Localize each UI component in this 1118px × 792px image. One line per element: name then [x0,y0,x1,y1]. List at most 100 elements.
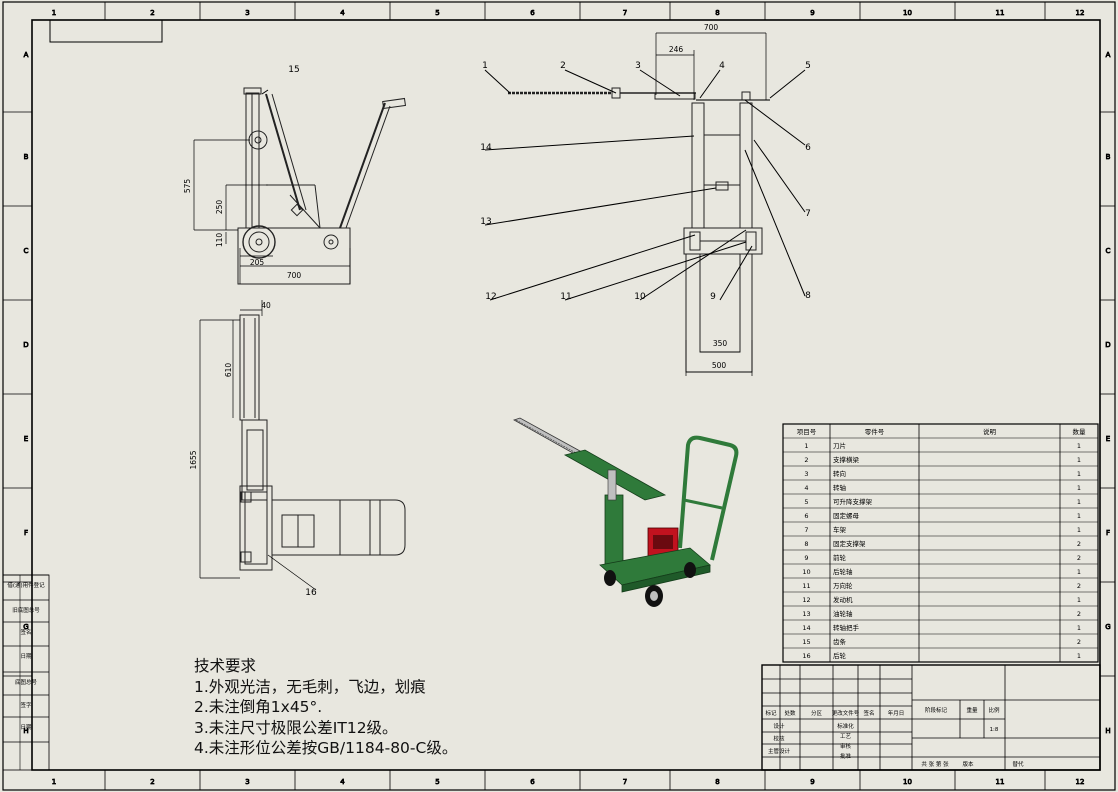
zone-row-label: H [1105,727,1110,735]
callout-label: 7 [805,209,811,219]
bom-cell-no: 4 [804,484,808,492]
title-row-label: 校核 [773,735,785,743]
bom-cell-part: 万向轮 [833,581,853,590]
zone-col-label: 7 [623,778,627,786]
zone-row-label: A [24,51,29,59]
dimension-label: 500 [712,361,727,370]
zone-col-label: 9 [810,778,814,786]
front-view [508,32,770,376]
front-leaders [261,69,806,301]
zone-row-label: D [1105,341,1110,349]
title-bottom-label: 版本 [962,760,974,768]
bom-cell-part: 齿条 [833,637,847,646]
zone-row-label: G [23,623,28,631]
callout-label: 6 [805,143,811,153]
rev-header: 签名 [863,709,874,717]
zone-col-label: 10 [903,778,912,786]
dimension-label: 575 [183,179,192,194]
note-item: 2.未注倒角1x45°. [194,698,323,716]
zone-row-label: F [24,529,28,537]
technical-notes: 技术要求 1.外观光洁，无毛刺，飞边，划痕 2.未注倒角1x45°. 3.未注尺… [194,656,457,759]
bom-header: 零件号 [865,427,885,436]
callout-label: 5 [805,61,811,71]
zone-row-label: C [1106,247,1111,255]
bom-cell-no: 15 [802,638,810,646]
zone-row-label: B [1106,153,1111,161]
bom-cell-part: 固定支撑架 [833,539,866,548]
bom-cell-qty: 1 [1077,526,1081,534]
dimension-label: 700 [704,23,719,32]
bom-header: 数量 [1073,427,1087,436]
zone-col-label: 1 [52,778,56,786]
title-row-label: 主管设计 [768,747,791,755]
title-bottom-label: 替代 [1012,760,1024,768]
zone-col-label: 7 [623,9,627,17]
zone-col-label: 8 [715,778,719,786]
bom-cell-part: 刀片 [833,441,846,450]
bom-cell-part: 后轮 [833,651,847,660]
bom-cell-qty: 2 [1077,582,1081,590]
bom-cell-no: 14 [802,624,810,632]
rev-header: 标记 [765,709,777,717]
zone-col-label: 12 [1076,778,1085,786]
bom-cell-part: 可升降支撑架 [833,497,873,506]
bom-cell-no: 2 [804,456,808,464]
front-dimensions: 700 246 350 500 [669,23,728,370]
callout-label: 2 [560,61,566,71]
dimension-label: 610 [224,363,233,378]
bom-cell-no: 7 [804,526,808,534]
bom-cell-part: 前轮 [833,553,847,562]
zone-col-label: 4 [340,9,345,17]
bom-cell-no: 16 [802,652,810,660]
note-item: 1.外观光洁，无毛刺，飞边，划痕 [194,677,426,696]
bom-cell-part: 转轴把手 [833,623,860,632]
bom-cell-part: 后轮轴 [833,567,853,576]
stage-header: 重量 [966,706,978,714]
bom-cell-qty: 2 [1077,610,1081,618]
zone-row-label: C [24,247,29,255]
zone-row-label: H [23,727,28,735]
zone-col-label: 2 [150,778,154,786]
dimension-label: 246 [669,45,684,54]
note-item: 4.未注形位公差按GB/1184-80-C级。 [194,739,458,757]
drawing-code-box [49,19,163,43]
plan-view [199,300,406,591]
strip-label: 签名 [20,628,31,636]
bom-cell-no: 6 [804,512,808,520]
bom-cell-qty: 2 [1077,540,1081,548]
bom-cell-qty: 1 [1077,498,1081,506]
dimension-label: 1655 [189,450,198,469]
note-item: 3.未注尺寸极限公差IT12级。 [194,718,398,737]
callout-label: 16 [305,588,317,598]
zone-col-label: 12 [1076,9,1085,17]
rev-header: 处数 [784,709,796,717]
bom-cell-no: 10 [802,568,810,576]
title-block: 标记处数分区更改文件号签名年月日设计校核主管设计标准化工艺审核批准阶段标记重量比… [761,664,1101,771]
plan-dimensions: 40 610 1655 16 [189,301,317,598]
scale-value: 1:8 [990,727,999,733]
zone-row-label: D [23,341,28,349]
dimension-label: 350 [713,339,728,348]
bom-cell-part: 支撑横梁 [833,455,860,464]
dimension-label: 40 [261,301,271,310]
bom-cell-qty: 1 [1077,484,1081,492]
rev-header: 更改文件号 [832,709,860,717]
bom-cell-qty: 1 [1077,512,1081,520]
title-row-label: 设计 [773,722,785,730]
zone-row-label: A [1106,51,1111,59]
bom-cell-part: 油轮轴 [833,609,853,618]
zone-col-label: 3 [245,9,249,17]
zone-col-label: 4 [340,778,345,786]
bom-cell-qty: 2 [1077,554,1081,562]
dimension-label: 205 [250,258,265,267]
strip-label: 日期 [20,724,32,731]
bom-cell-no: 1 [804,442,808,450]
dimension-label: 110 [215,233,224,248]
callout-label: 15 [288,65,299,75]
rev-header: 年月日 [888,709,905,717]
callout-label: 3 [635,61,641,71]
stage-header: 阶段标记 [925,706,948,714]
